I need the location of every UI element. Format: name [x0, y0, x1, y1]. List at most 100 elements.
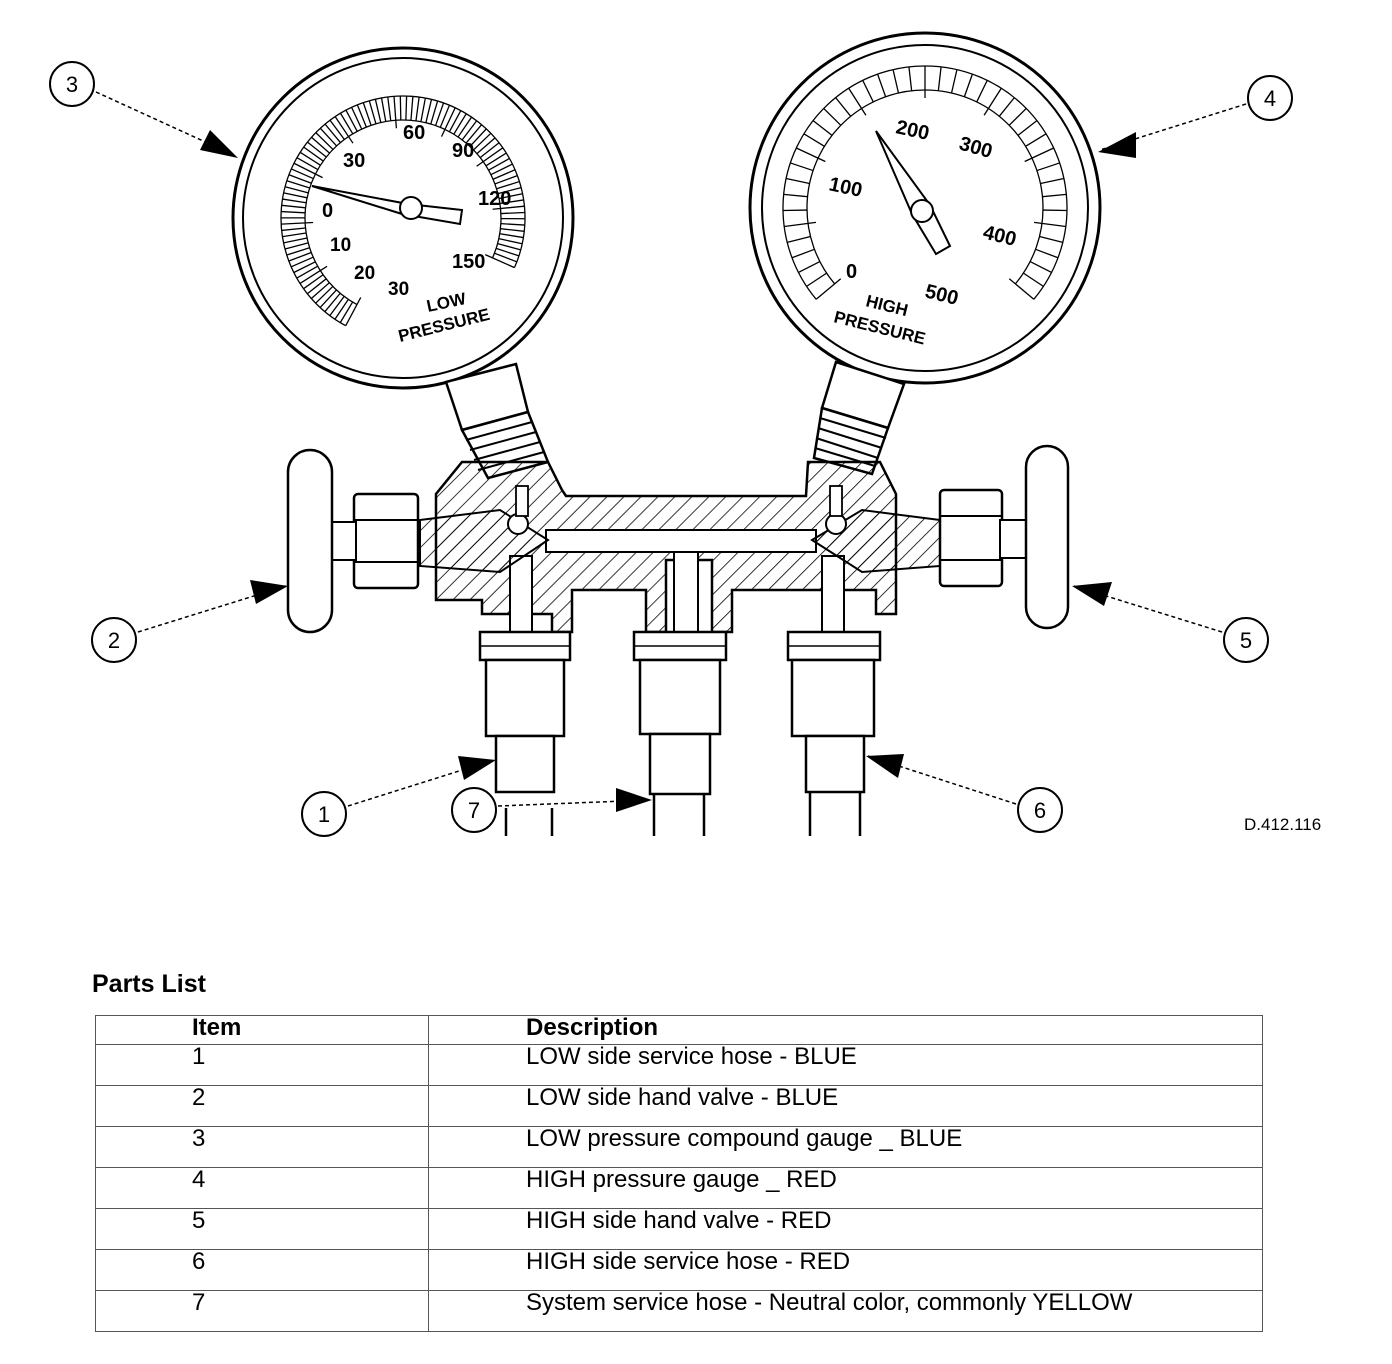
- dial-tick: [908, 66, 913, 91]
- table-row: 5 HIGH side hand valve - RED: [95, 1208, 1263, 1250]
- row-description: LOW side service hose - BLUE: [428, 1044, 1263, 1086]
- dial-tick: [339, 112, 354, 135]
- dial-tick: [310, 282, 330, 300]
- dial-tick: [484, 254, 515, 269]
- low-gauge-vacuum-30: 30: [388, 279, 409, 300]
- dial-ring-arc: [806, 89, 1044, 285]
- dial-tick: [500, 211, 525, 215]
- dial-tick: [1023, 272, 1044, 287]
- dial-tick: [415, 96, 420, 121]
- row-item: 6: [95, 1249, 429, 1291]
- system-service-hose-fitting: [632, 630, 728, 836]
- dial-tick: [998, 97, 1015, 117]
- dial-tick: [497, 186, 522, 195]
- low-gauge-vacuum-10: 10: [330, 235, 351, 256]
- dial-tick: [498, 238, 523, 245]
- dial-tick: [356, 104, 367, 128]
- dial-tick: [440, 107, 456, 137]
- dial-tick: [494, 252, 518, 263]
- dial-tick: [784, 221, 817, 228]
- dial-tick: [434, 102, 445, 126]
- dial-tick: [315, 132, 334, 150]
- row-item: 3: [95, 1126, 429, 1168]
- dial-tick: [290, 256, 314, 268]
- table-row: 1 LOW side service hose - BLUE: [95, 1044, 1263, 1086]
- dial-tick: [494, 174, 518, 185]
- row-description: HIGH side hand valve - RED: [428, 1208, 1263, 1250]
- high-gauge-stem: [812, 360, 906, 476]
- header-item: Item: [95, 1015, 429, 1045]
- dial-tick: [448, 110, 462, 133]
- dial-tick: [303, 146, 324, 162]
- row-description: LOW side hand valve - BLUE: [428, 1085, 1263, 1127]
- dial-tick: [1008, 108, 1027, 126]
- low-gauge-label-30: 30: [343, 150, 365, 172]
- dial-tick: [862, 80, 874, 103]
- dial-tick: [315, 285, 334, 304]
- dial-tick: [469, 128, 487, 147]
- callout-7-label: 7: [468, 798, 480, 823]
- row-item: 1: [95, 1044, 429, 1086]
- row-item: 2: [95, 1085, 429, 1127]
- dial-tick: [876, 73, 887, 97]
- dial-tick: [496, 180, 520, 190]
- high-pressure-gauge: 0 100 200 300 400 500 HIGH PRESSURE: [748, 31, 1102, 385]
- callout-1: 1: [301, 756, 496, 837]
- dial-tick: [284, 242, 309, 250]
- table-row: 3 LOW pressure compound gauge _ BLUE: [95, 1126, 1263, 1168]
- dial-tick: [284, 186, 309, 194]
- dial-tick: [453, 113, 467, 135]
- dial-tick: [334, 116, 354, 144]
- dial-tick: [499, 233, 524, 239]
- dial-tick: [892, 69, 900, 94]
- dial-tick: [798, 260, 821, 274]
- high-gauge-needle: [875, 130, 952, 256]
- row-description: System service hose - Neutral color, com…: [428, 1290, 1263, 1332]
- dial-tick: [499, 199, 524, 205]
- dial-tick: [288, 251, 312, 262]
- dial-tick: [806, 272, 827, 287]
- dial-tick: [790, 162, 814, 172]
- dial-tick: [319, 289, 337, 308]
- dial-tick: [293, 261, 316, 274]
- dial-tick: [283, 192, 308, 199]
- dial-tick: [368, 100, 377, 124]
- dial-tick: [311, 136, 330, 154]
- low-gauge-label-60: 60: [403, 122, 425, 144]
- dial-tick: [288, 174, 312, 184]
- dial-tick: [492, 205, 525, 210]
- dial-tick: [334, 298, 349, 320]
- dial-tick: [306, 278, 327, 295]
- callout-5: 5: [1072, 582, 1269, 663]
- dial-tick: [785, 177, 810, 185]
- callout-5-label: 5: [1240, 628, 1252, 653]
- dial-tick: [1035, 248, 1059, 259]
- dial-tick: [439, 104, 451, 128]
- dial-tick: [283, 237, 308, 244]
- dial-tick: [823, 108, 842, 126]
- table-row: 7 System service hose - Neutral color, c…: [95, 1290, 1263, 1332]
- dial-tick: [1025, 133, 1047, 147]
- dial-tick: [399, 96, 402, 121]
- row-item: 7: [95, 1290, 429, 1332]
- low-side-hand-valve: [286, 448, 420, 634]
- callout-6-label: 6: [1034, 798, 1046, 823]
- callout-3: 3: [49, 61, 238, 158]
- dial-tick: [796, 147, 826, 163]
- dial-tick: [329, 296, 345, 316]
- dial-tick: [791, 248, 815, 259]
- dial-tick: [479, 142, 500, 159]
- callout-2-label: 2: [108, 628, 120, 653]
- dial-ring-arc: [782, 65, 1068, 300]
- dial-tick: [1036, 162, 1060, 172]
- dial-tick: [281, 204, 306, 209]
- dial-tick: [497, 242, 521, 251]
- dial-tick: [485, 152, 507, 167]
- dial-tick: [937, 66, 942, 91]
- dial-tick: [324, 292, 341, 313]
- dial-tick: [1017, 120, 1038, 136]
- dial-tick: [835, 97, 852, 117]
- dial-tick: [476, 147, 504, 167]
- dial-tick: [387, 96, 392, 121]
- dial-tick: [362, 102, 372, 126]
